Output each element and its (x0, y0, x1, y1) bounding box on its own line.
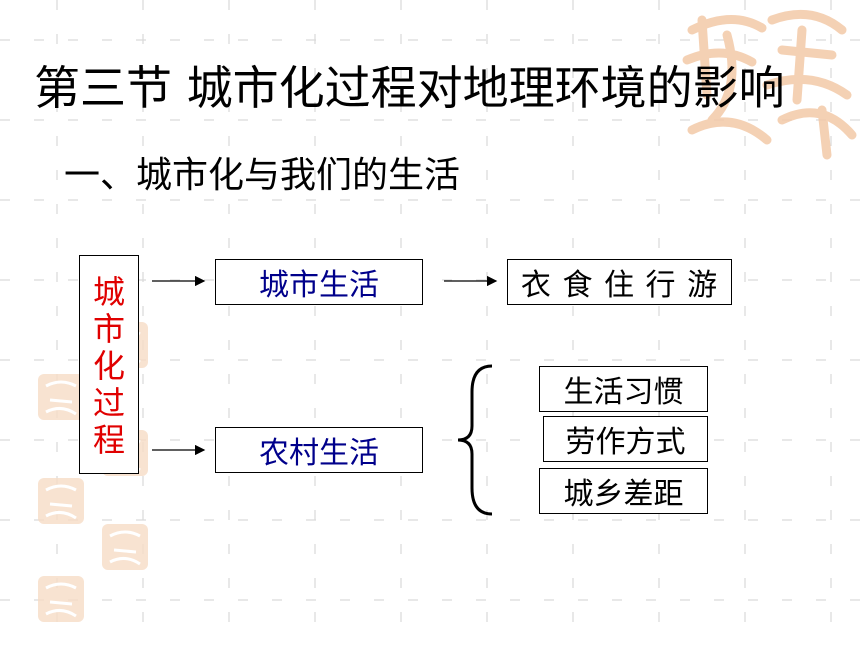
decorative-seal-icon (38, 374, 84, 420)
rural-effect-box: 劳作方式 (543, 416, 708, 462)
process-char: 城 (92, 273, 125, 311)
urbanization-process-box: 城 市 化 过 程 (79, 255, 139, 474)
urban-life-box: 城市生活 (215, 259, 423, 305)
decorative-seal-icon (38, 576, 84, 622)
rural-life-box: 农村生活 (215, 427, 423, 473)
decorative-seal-icon (102, 524, 148, 570)
decorative-seal-icon (38, 478, 84, 524)
process-char: 过 (92, 384, 125, 422)
urban-effect-box: 衣 食 住 行 游 (507, 259, 732, 305)
process-char: 市 (92, 310, 125, 348)
slide-subtitle: 一、城市化与我们的生活 (64, 155, 461, 196)
decorative-seal-icon (682, 9, 857, 160)
process-char: 化 (92, 347, 125, 385)
rural-effect-box: 城乡差距 (539, 468, 708, 514)
curly-brace (457, 364, 493, 516)
process-char: 程 (92, 421, 125, 459)
rural-effect-box: 生活习惯 (539, 366, 708, 412)
slide-title: 第三节 城市化过程对地理环境的影响 (34, 61, 785, 115)
